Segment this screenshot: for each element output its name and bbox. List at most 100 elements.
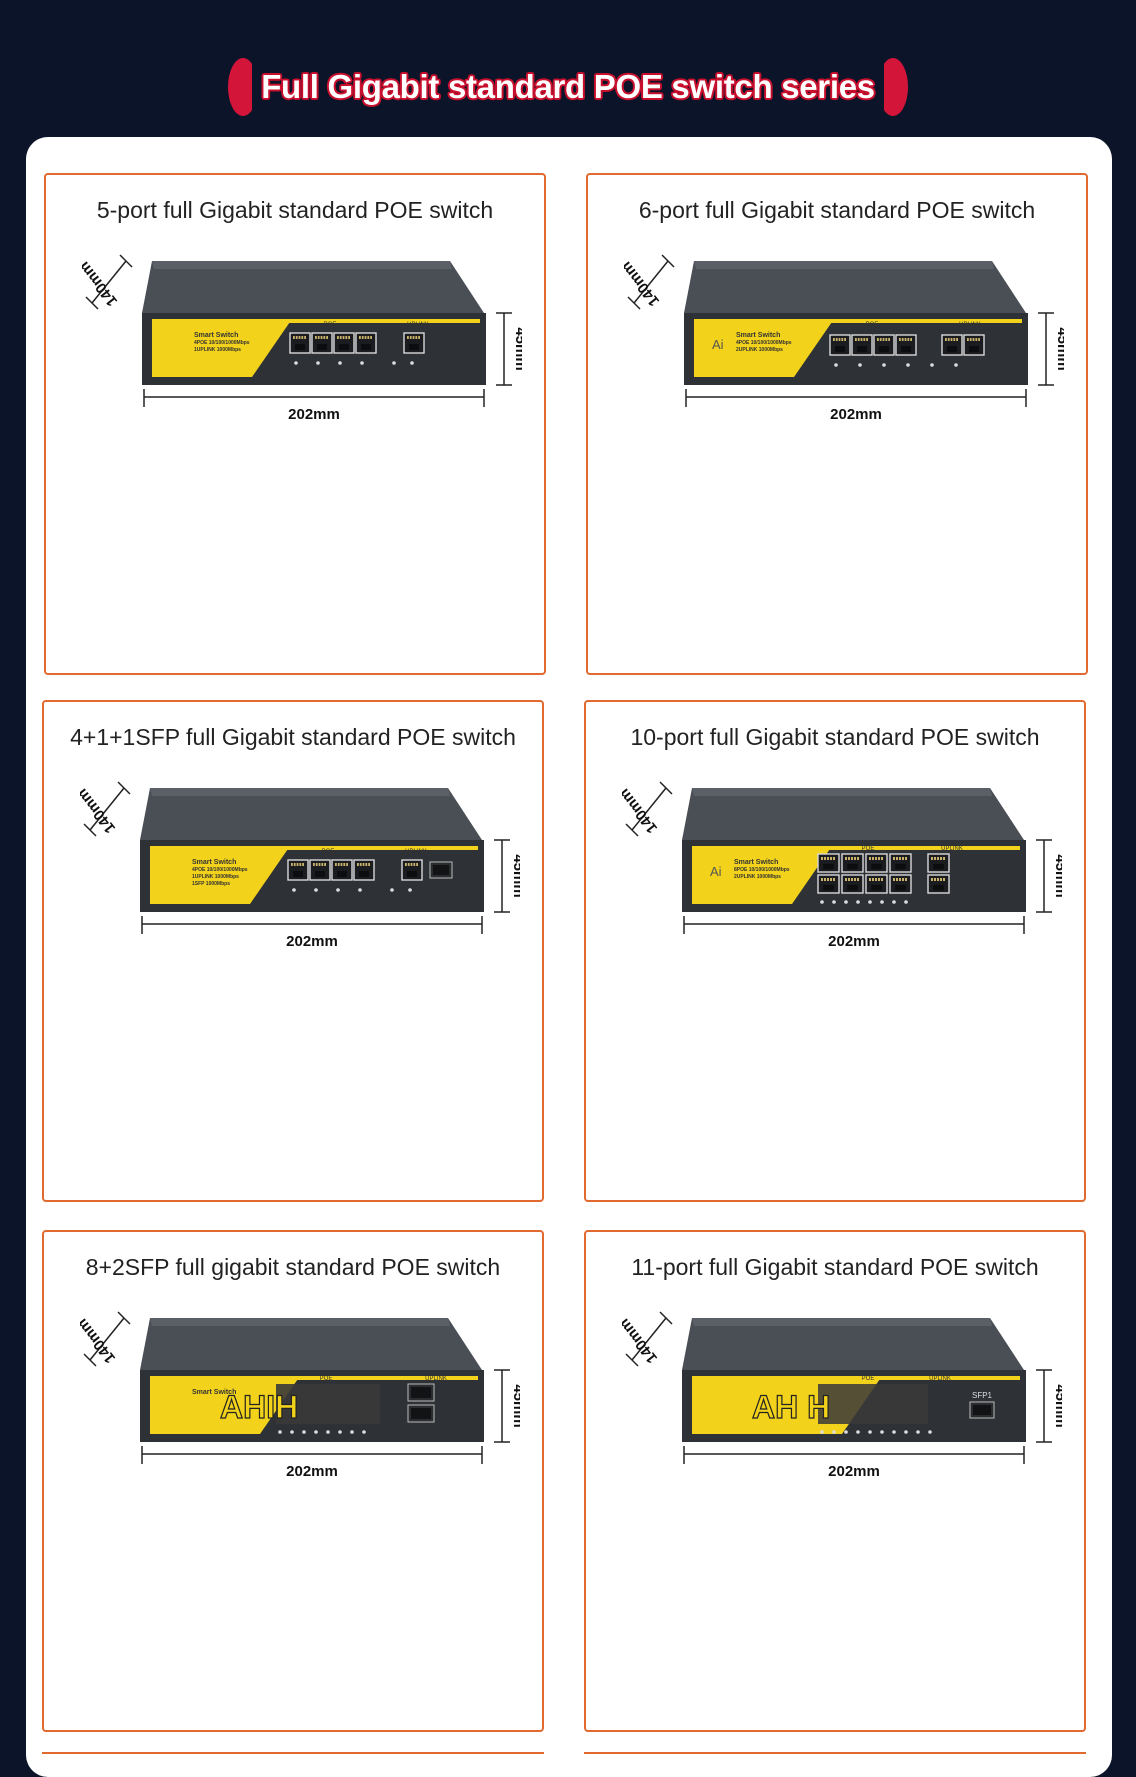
status-led bbox=[856, 1430, 860, 1434]
rj45-port bbox=[963, 334, 985, 356]
rj45-port bbox=[309, 859, 331, 881]
status-led bbox=[314, 1430, 318, 1434]
status-led bbox=[392, 361, 396, 365]
switch-label-line: 4POE 10/100/1000Mbps bbox=[736, 340, 792, 346]
height-label: 45mm bbox=[1052, 854, 1062, 897]
switch-top bbox=[140, 788, 482, 840]
status-led bbox=[844, 1430, 848, 1434]
series-banner: Full Gigabit standard POE switch series bbox=[228, 58, 908, 116]
depth-tick bbox=[85, 296, 99, 310]
brand-overlay: AHIH bbox=[220, 1389, 298, 1425]
switch-label-line: 1UPLINK 1000Mbps bbox=[194, 347, 241, 353]
product-title: 4+1+1SFP full Gigabit standard POE switc… bbox=[70, 724, 516, 750]
status-led bbox=[916, 1430, 920, 1434]
yellow-label-panel bbox=[152, 319, 292, 377]
width-label: 202mm bbox=[286, 933, 338, 950]
yellow-label-panel bbox=[150, 846, 290, 904]
height-label: 45mm bbox=[1052, 1384, 1062, 1427]
depth-tick bbox=[661, 254, 675, 268]
product-title: 10-port full Gigabit standard POE switch bbox=[630, 724, 1040, 750]
switch-label-line: 2UPLINK 1000Mbps bbox=[734, 874, 781, 880]
rj45-port bbox=[817, 874, 840, 894]
depth-label: 140mm bbox=[622, 1315, 661, 1366]
depth-tick bbox=[83, 823, 97, 837]
switch-top bbox=[140, 1318, 482, 1370]
width-label: 202mm bbox=[828, 933, 880, 950]
brand-overlay: AH H bbox=[752, 1389, 830, 1425]
product-card: 4+1+1SFP full Gigabit standard POE switc… bbox=[42, 700, 544, 1202]
width-label: 202mm bbox=[288, 406, 340, 423]
status-led bbox=[832, 900, 836, 904]
next-card-edge bbox=[584, 1752, 1086, 1760]
switch-label-line: 1UPLINK 1000Mbps bbox=[192, 874, 239, 880]
rj45-port bbox=[927, 853, 950, 873]
yellow-top-strip bbox=[152, 319, 480, 323]
product-card: 11-port full Gigabit standard POE switch… bbox=[584, 1230, 1086, 1732]
status-led bbox=[892, 1430, 896, 1434]
height-label: 45mm bbox=[512, 327, 522, 370]
status-led bbox=[338, 361, 342, 365]
depth-tick bbox=[659, 1311, 673, 1325]
status-led bbox=[880, 900, 884, 904]
status-led bbox=[832, 1430, 836, 1434]
yellow-top-strip bbox=[150, 846, 478, 850]
status-led bbox=[858, 363, 862, 367]
status-led bbox=[410, 361, 414, 365]
status-led bbox=[906, 363, 910, 367]
status-led bbox=[820, 1430, 824, 1434]
depth-label: 140mm bbox=[624, 258, 663, 309]
status-led bbox=[292, 888, 296, 892]
depth-tick bbox=[119, 254, 133, 268]
depth-dimension-line bbox=[89, 1317, 125, 1361]
switch-top-highlight bbox=[150, 788, 450, 796]
rj45-port bbox=[927, 874, 950, 894]
rj45-port bbox=[841, 853, 864, 873]
product-title: 8+2SFP full gigabit standard POE switch bbox=[85, 1254, 501, 1280]
sfp-port bbox=[429, 861, 453, 879]
yellow-label-panel bbox=[692, 846, 832, 904]
depth-tick bbox=[625, 1353, 639, 1367]
product-title: 6-port full Gigabit standard POE switch bbox=[638, 197, 1036, 223]
status-led bbox=[390, 888, 394, 892]
status-led bbox=[360, 361, 364, 365]
width-label: 202mm bbox=[830, 406, 882, 423]
sfp-port bbox=[969, 1401, 995, 1419]
switch-top-highlight bbox=[150, 1318, 450, 1326]
product-title: 11-port full Gigabit standard POE switch bbox=[631, 1254, 1039, 1280]
switch-label-line: Smart Switch bbox=[734, 859, 778, 866]
sfp-label: SFP1 bbox=[972, 1391, 993, 1400]
switch-label-line: Smart Switch bbox=[194, 332, 238, 339]
sfp-port bbox=[407, 1383, 435, 1402]
switch-label-line: 4POE 10/100/1000Mbps bbox=[192, 867, 248, 873]
switch-label-line: Smart Switch bbox=[736, 332, 780, 339]
switch-label-line: 1SFP 1000Mbps bbox=[192, 881, 230, 887]
yellow-top-strip bbox=[692, 846, 1020, 850]
blurred-port-block bbox=[818, 1384, 928, 1424]
depth-label: 140mm bbox=[80, 785, 119, 836]
height-label: 45mm bbox=[510, 1384, 520, 1427]
status-led bbox=[892, 900, 896, 904]
rj45-port bbox=[331, 859, 353, 881]
switch-top bbox=[142, 261, 484, 313]
rj45-port bbox=[889, 874, 912, 894]
product-title: 5-port full Gigabit standard POE switch bbox=[96, 197, 494, 223]
rj45-port bbox=[851, 334, 873, 356]
uplink-label: UPLINK bbox=[959, 322, 981, 328]
status-led bbox=[302, 1430, 306, 1434]
poe-label: POE bbox=[866, 322, 879, 328]
uplink-label: UPLINK bbox=[405, 849, 427, 855]
status-led bbox=[338, 1430, 342, 1434]
next-card-edge bbox=[42, 1752, 544, 1760]
rj45-port bbox=[865, 853, 888, 873]
banner-title: Full Gigabit standard POE switch series bbox=[261, 68, 875, 105]
status-led bbox=[868, 1430, 872, 1434]
status-led bbox=[904, 1430, 908, 1434]
depth-tick bbox=[625, 823, 639, 837]
depth-label: 140mm bbox=[622, 785, 661, 836]
